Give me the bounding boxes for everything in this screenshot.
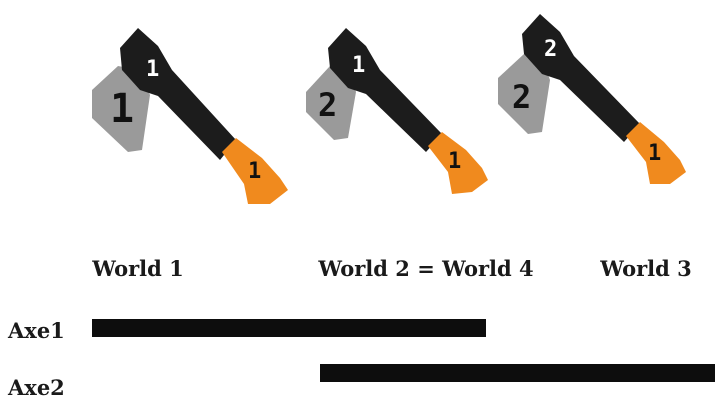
axe-grip xyxy=(428,132,488,194)
axe2-extent-bar xyxy=(320,364,715,382)
axe-grip xyxy=(626,122,686,184)
world-2-4-label: World 2 = World 4 xyxy=(318,256,534,281)
head-number: 2 xyxy=(544,37,557,62)
axe-blade xyxy=(92,66,150,152)
blade-number: 2 xyxy=(318,86,337,124)
axe-head-and-handle xyxy=(328,28,442,152)
axe1-extent-bar xyxy=(92,319,486,337)
axe-head-and-handle xyxy=(522,14,640,142)
axe1-row-label: Axe1 xyxy=(8,318,65,343)
world-1-label: World 1 xyxy=(92,256,184,281)
handle-number: 1 xyxy=(648,141,661,166)
blade-number: 2 xyxy=(512,78,531,116)
head-number: 1 xyxy=(352,53,365,78)
handle-number: 1 xyxy=(248,159,261,184)
axe-head-and-handle xyxy=(120,28,236,160)
world-3-label: World 3 xyxy=(600,256,692,281)
axe2-row-label: Axe2 xyxy=(8,375,65,400)
handle-number: 1 xyxy=(448,149,461,174)
axe-grip xyxy=(222,138,288,204)
axe-blade xyxy=(498,54,550,134)
axe-blade xyxy=(306,66,356,140)
head-number: 1 xyxy=(146,57,159,82)
blade-number: 1 xyxy=(110,86,134,132)
